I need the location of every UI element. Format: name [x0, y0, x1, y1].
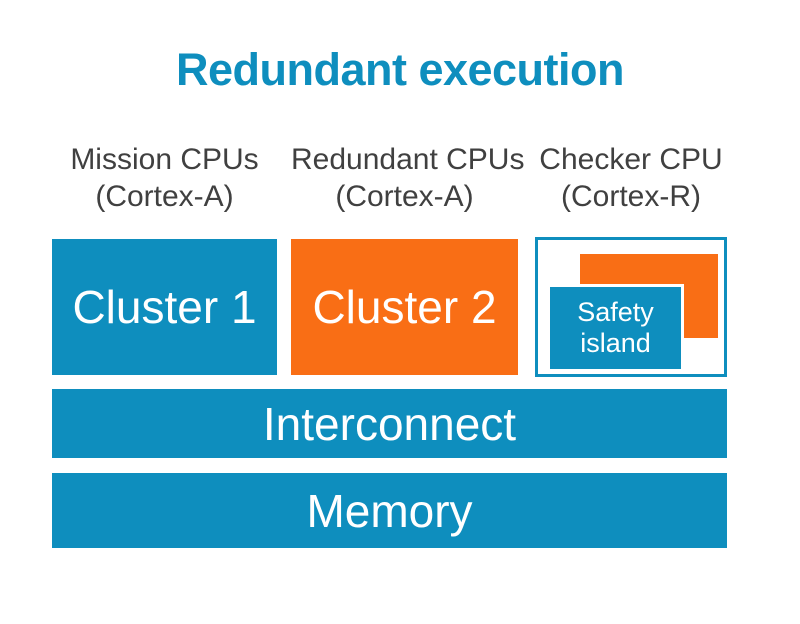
safety-island-box: Safety island	[547, 284, 684, 372]
memory-label: Memory	[306, 484, 473, 537]
column-label-line2: (Cortex-A)	[335, 180, 474, 213]
checker-cpu-box: Safety island	[535, 237, 727, 377]
interconnect-label: Interconnect	[262, 397, 517, 450]
column-label-redundant-cpus: Redundant CPUs (Cortex-A)	[291, 141, 525, 215]
column-label-mission-cpus: Mission CPUs (Cortex-A)	[52, 141, 277, 215]
memory-bar: Memory	[52, 473, 727, 548]
column-label-line1: Mission CPUs	[70, 143, 259, 176]
diagram-title: Redundant execution	[175, 44, 625, 95]
cluster-2-label: Cluster 2	[312, 281, 497, 333]
column-label-checker-cpu: Checker CPU (Cortex-R)	[535, 141, 727, 215]
column-label-line2: (Cortex-A)	[95, 180, 234, 213]
column-label-line2: (Cortex-R)	[561, 180, 701, 213]
safety-island-label: Safety island	[577, 297, 654, 358]
interconnect-bar: Interconnect	[52, 389, 727, 458]
column-label-line1: Redundant CPUs	[291, 143, 525, 176]
cluster-2-box: Cluster 2	[291, 239, 518, 375]
column-label-line1: Checker CPU	[539, 143, 723, 176]
cluster-1-box: Cluster 1	[52, 239, 277, 375]
cluster-1-label: Cluster 1	[72, 281, 257, 333]
